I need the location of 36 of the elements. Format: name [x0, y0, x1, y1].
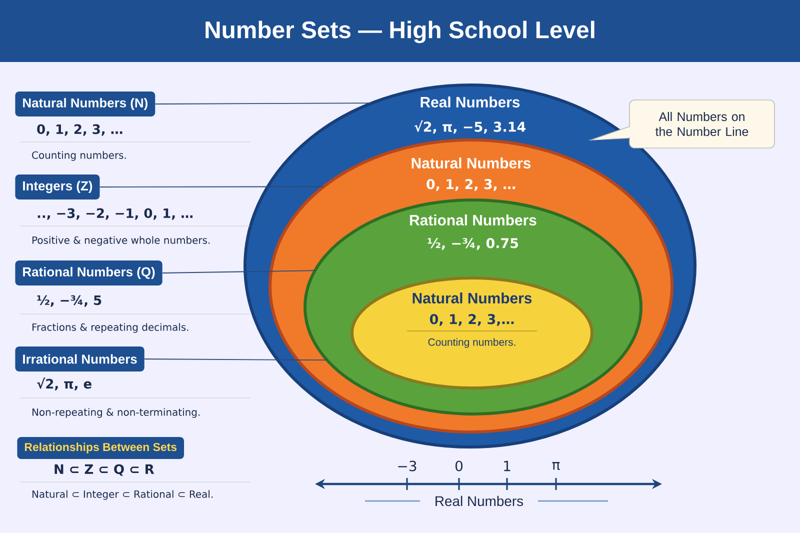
description-text: Fractions & repeating decimals. [32, 323, 188, 333]
set-examples: 0, 1, 2, 3, … [426, 179, 515, 191]
description-text: Non-repeating & non-terminating. [32, 408, 200, 418]
set-title: Real Numbers [420, 96, 520, 108]
set-title: Natural Numbers [412, 292, 532, 304]
example-text: √2, π, e [37, 378, 92, 390]
set-ellipse [350, 276, 594, 390]
heading-tab: Integers (Z) [15, 174, 100, 200]
title-banner: Number Sets — High School Level [0, 0, 800, 62]
set-title: Natural Numbers [412, 158, 531, 168]
heading-tab: Natural Numbers (N) [15, 92, 156, 116]
example-text: ½, −¾, 5 [37, 295, 102, 307]
heading-tab: Rational Numbers (Q) [15, 260, 162, 286]
set-description: Counting numbers. [428, 338, 516, 348]
example-text: 0, 1, 2, 3, … [37, 124, 122, 136]
heading-tab: Relationships Between Sets [17, 437, 184, 459]
set-examples: √2, π, −5, 3.14 [414, 120, 526, 134]
heading-tab: Irrational Numbers [15, 346, 144, 372]
set-examples: 0, 1, 2, 3,… [430, 314, 514, 326]
speech-bubble: All Numbers on the Number Line [588, 100, 775, 148]
axis-label: Real Numbers [436, 496, 524, 506]
description-text: Positive & negative whole numbers. [32, 236, 210, 246]
leader-line [162, 270, 316, 274]
tick-label: π [552, 462, 560, 470]
example-text: .., −3, −2, −1, 0, 1, … [38, 208, 192, 220]
leader-line [154, 102, 373, 104]
description-text: Counting numbers. [32, 151, 126, 161]
tick-label: −3 [398, 460, 416, 472]
description-text: Natural ⊂ Integer ⊂ Rational ⊂ Real. [32, 490, 213, 500]
tick-label: 1 [504, 460, 510, 472]
tick-label: 0 [456, 460, 463, 472]
example-text: N ⊂ Z ⊂ Q ⊂ R [54, 464, 154, 476]
leader-line [99, 186, 324, 188]
set-examples: ½, −¾, 0.75 [428, 238, 518, 250]
set-title: Rational Numbers [410, 214, 536, 226]
leader-line [144, 358, 328, 361]
